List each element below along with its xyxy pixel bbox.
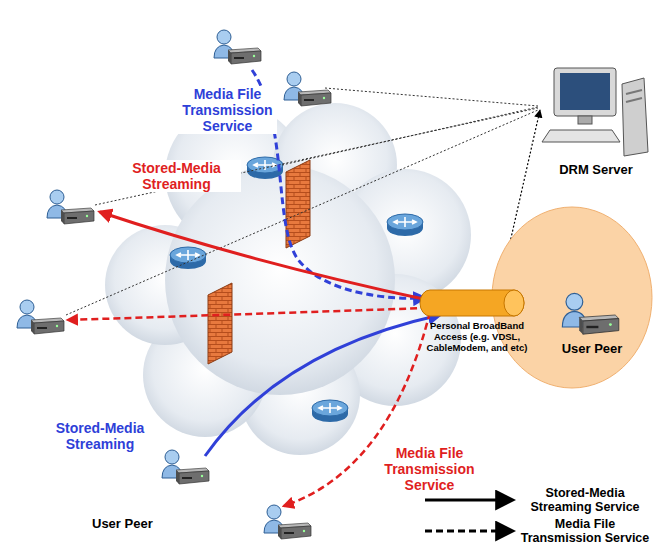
node-text: Personal BroadBand Access (e.g. VDSL, Ca… — [418, 320, 536, 353]
broadband-cylinder — [418, 286, 536, 320]
node-text: DRM Server — [540, 162, 652, 178]
server-node: DRM Server — [540, 64, 652, 178]
peer-caption: User Peer — [92, 516, 172, 532]
flow-label: Stored-Media Streaming — [112, 160, 241, 192]
flow-label: Stored-Media Streaming — [48, 420, 152, 452]
server-icon — [540, 64, 652, 162]
node-text: User Peer — [92, 516, 172, 532]
legend-text: Stored-Media Streaming Service — [520, 486, 650, 514]
flow-label: Media File Transmission Service — [178, 86, 277, 134]
peer-icon — [562, 293, 618, 334]
broadband-access: Personal BroadBand Access (e.g. VDSL, Ca… — [418, 286, 536, 353]
flow-label: Media File Transmission Service — [375, 445, 484, 493]
legend-text: Media File Transmission Service — [520, 517, 650, 545]
node-text: User Peer — [530, 341, 654, 357]
